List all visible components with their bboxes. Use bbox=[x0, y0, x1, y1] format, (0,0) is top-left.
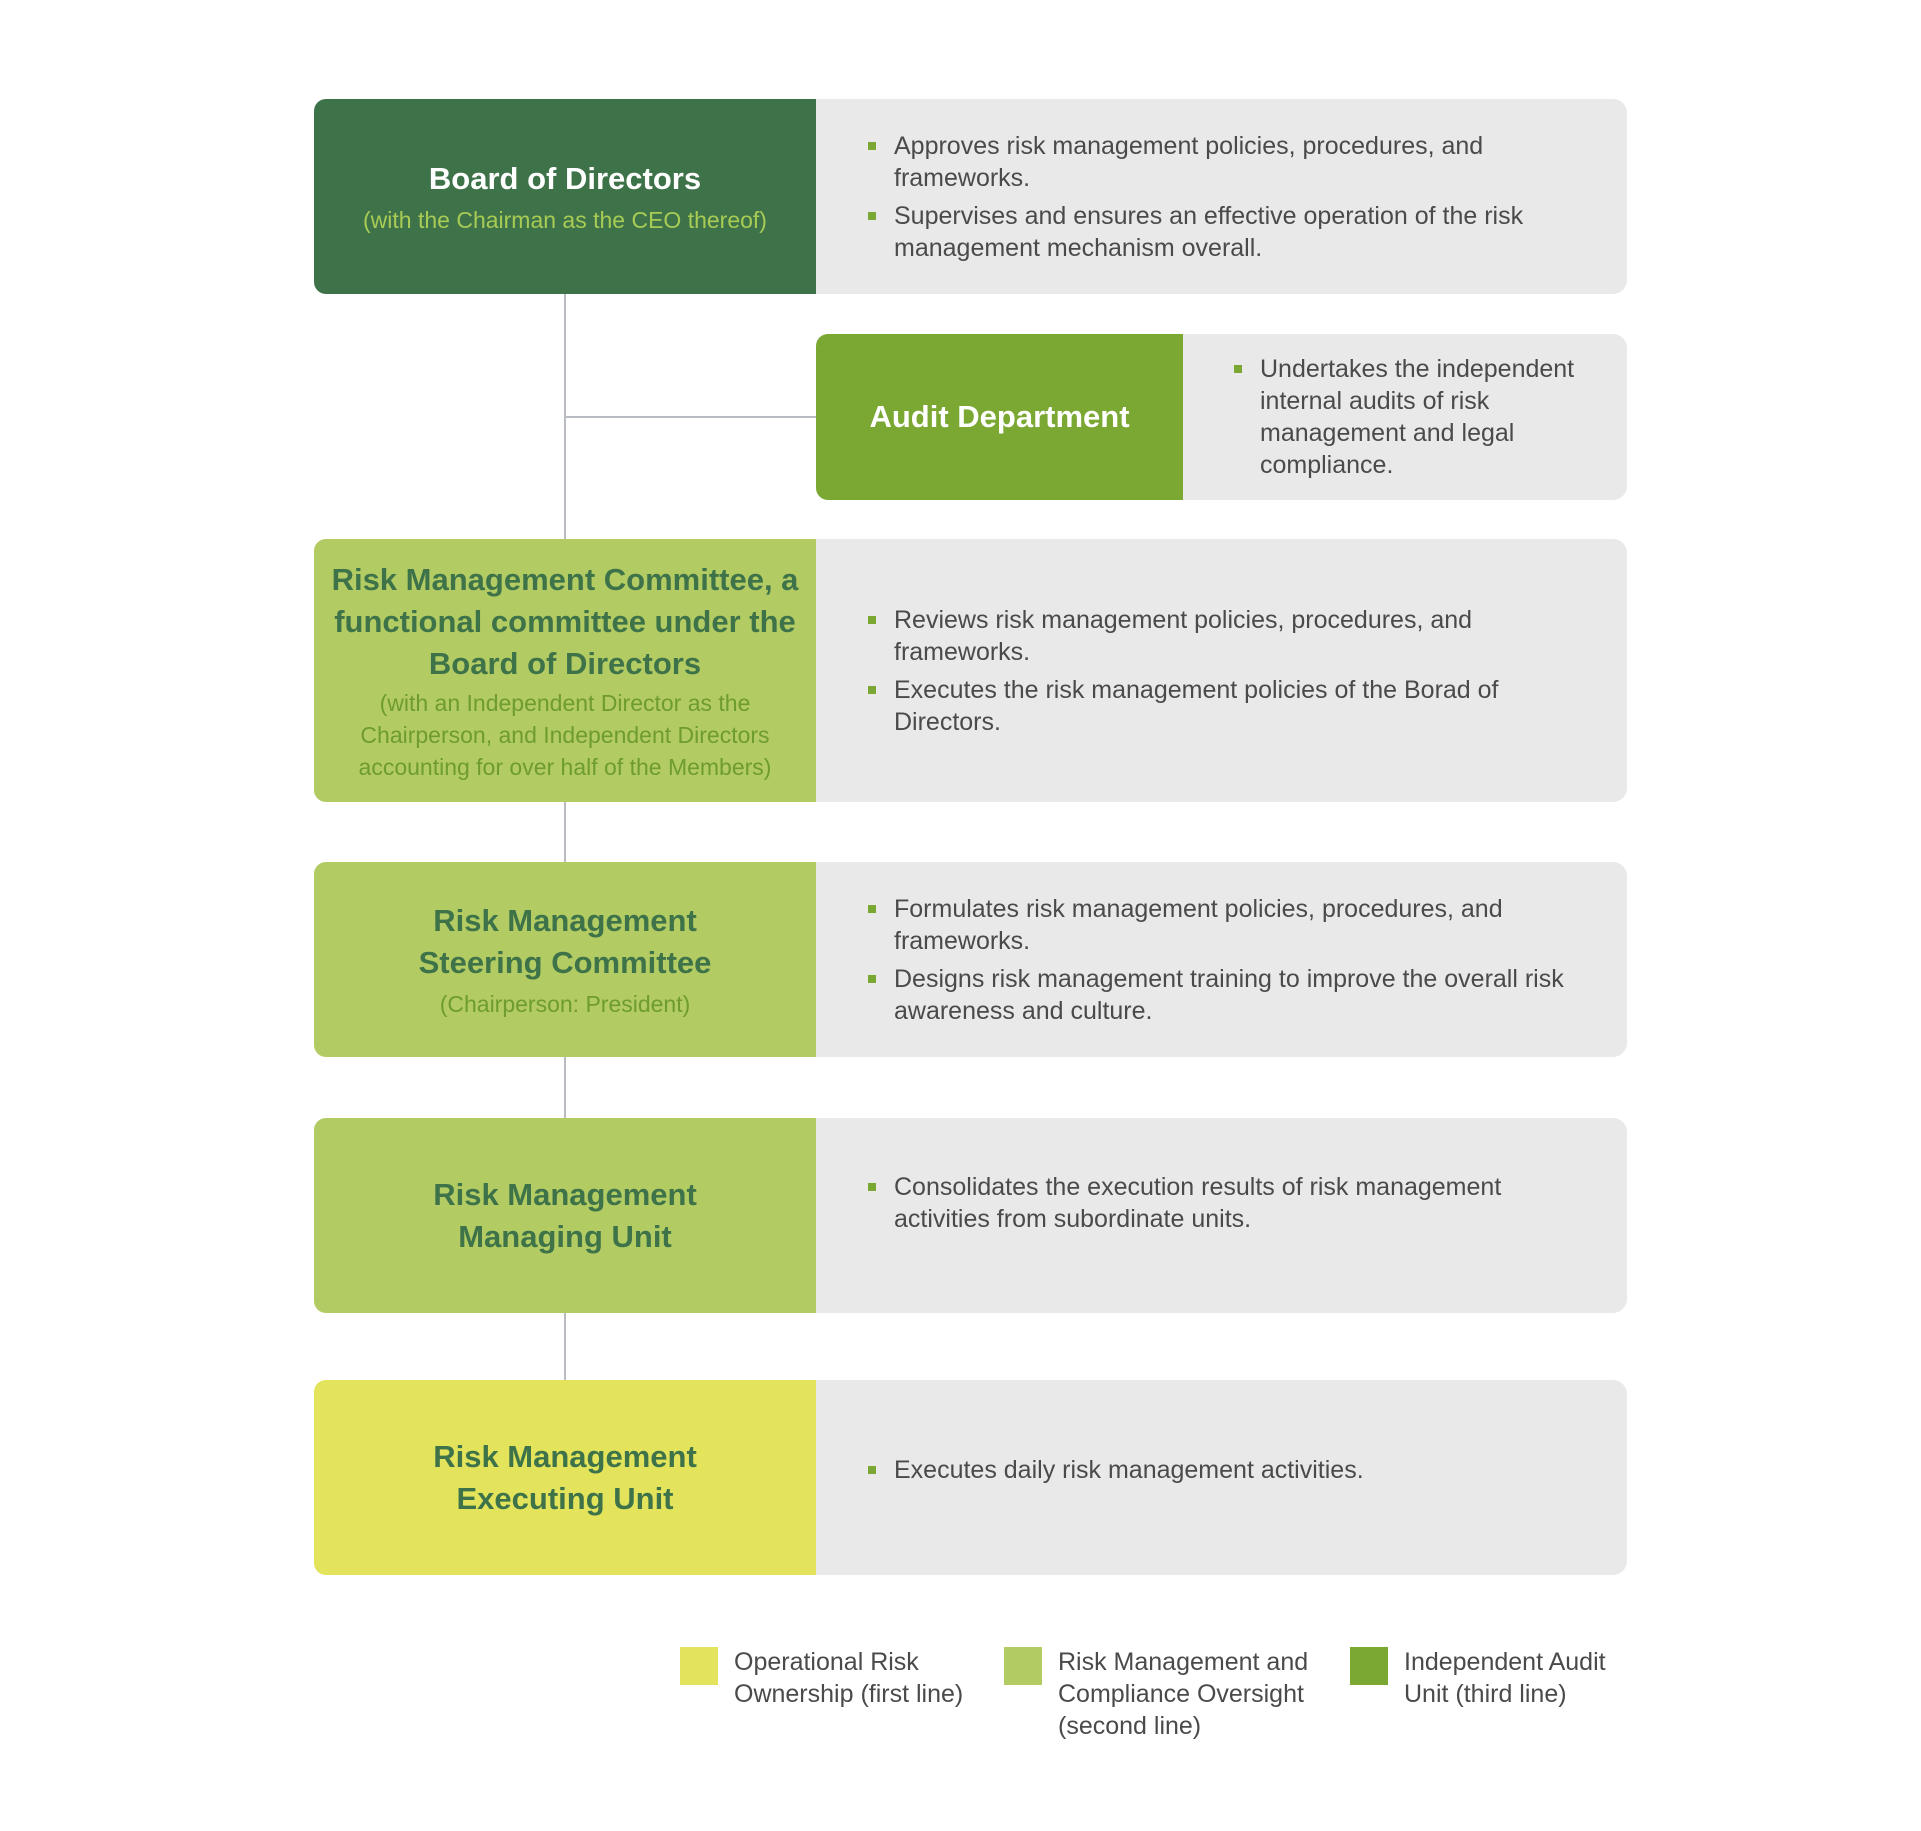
steering-description: Formulates risk management policies, pro… bbox=[866, 862, 1566, 1057]
audit-title: Audit Department bbox=[869, 399, 1130, 434]
committee-item-1: Reviews risk management policies, proced… bbox=[866, 604, 1546, 668]
committee-subtitle: (with an Independent Director as the Cha… bbox=[358, 689, 772, 780]
audit-item-1: Undertakes the independent internal audi… bbox=[1232, 353, 1612, 481]
board-subtitle: (with the Chairman as the CEO thereof) bbox=[363, 206, 767, 233]
legend-label-second-line: Risk Management and Compliance Oversight… bbox=[1058, 1648, 1309, 1740]
board-of-directors-node[interactable]: Board of Directors (with the Chairman as… bbox=[314, 99, 816, 294]
board-description: Approves risk management policies, proce… bbox=[866, 99, 1546, 294]
legend-swatch-third-line bbox=[1350, 1647, 1388, 1685]
legend-first-line: Operational Risk Ownership (first line) bbox=[680, 1646, 970, 1710]
steering-subtitle: (Chairperson: President) bbox=[439, 990, 691, 1017]
connector-audit-branch bbox=[564, 416, 817, 418]
board-item-2: Supervises and ensures an effective oper… bbox=[866, 200, 1546, 264]
steering-item-2: Designs risk management training to impr… bbox=[866, 963, 1566, 1027]
committee-item-2: Executes the risk management policies of… bbox=[866, 674, 1546, 738]
legend-second-line: Risk Management and Compliance Oversight… bbox=[1004, 1646, 1324, 1742]
legend-label-first-line: Operational Risk Ownership (first line) bbox=[734, 1648, 964, 1708]
executing-item-1: Executes daily risk management activitie… bbox=[866, 1454, 1546, 1486]
legend-swatch-second-line bbox=[1004, 1647, 1042, 1685]
steering-item-1: Formulates risk management policies, pro… bbox=[866, 893, 1566, 957]
managing-title: Risk Management Managing Unit bbox=[433, 1176, 697, 1254]
steering-title: Risk Management Steering Committee bbox=[418, 902, 712, 980]
managing-description: Consolidates the execution results of ri… bbox=[866, 1118, 1546, 1288]
audit-description: Undertakes the independent internal audi… bbox=[1232, 334, 1612, 500]
connector-main-spine bbox=[564, 290, 566, 1390]
managing-item-1: Consolidates the execution results of ri… bbox=[866, 1171, 1546, 1235]
legend-third-line: Independent Audit Unit (third line) bbox=[1350, 1646, 1640, 1710]
executing-description: Executes daily risk management activitie… bbox=[866, 1380, 1546, 1560]
board-item-1: Approves risk management policies, proce… bbox=[866, 130, 1546, 194]
legend-label-third-line: Independent Audit Unit (third line) bbox=[1404, 1648, 1606, 1708]
legend-swatch-first-line bbox=[680, 1647, 718, 1685]
executing-unit-node[interactable]: Risk Management Executing Unit bbox=[314, 1380, 816, 1575]
executing-title: Risk Management Executing Unit bbox=[433, 1438, 697, 1516]
board-title: Board of Directors bbox=[428, 160, 702, 196]
steering-committee-node[interactable]: Risk Management Steering Committee (Chai… bbox=[314, 862, 816, 1057]
risk-management-committee-node[interactable]: Risk Management Committee, a functional … bbox=[314, 539, 816, 802]
committee-title: Risk Management Committee, a functional … bbox=[331, 561, 799, 681]
audit-department-node[interactable]: Audit Department bbox=[816, 334, 1183, 500]
committee-description: Reviews risk management policies, proced… bbox=[866, 539, 1546, 802]
managing-unit-node[interactable]: Risk Management Managing Unit bbox=[314, 1118, 816, 1313]
